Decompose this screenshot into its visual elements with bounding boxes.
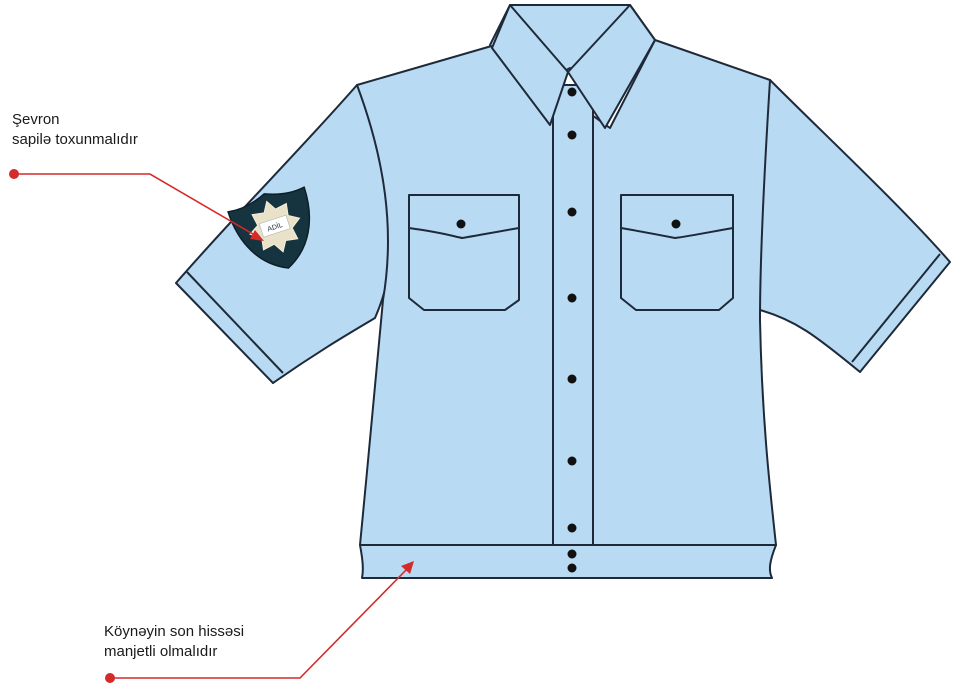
chevron-annotation: Şevron sapilə toxunmalıdır — [12, 110, 138, 150]
hem-annotation: Köynəyin son hissəsi manjetli olmalıdır — [104, 622, 244, 662]
right-pocket — [621, 195, 733, 310]
chevron-annotation-line1: Şevron — [12, 110, 138, 130]
pocket-button-right — [672, 220, 681, 229]
pointer-line-chevron — [14, 174, 258, 237]
button — [568, 457, 577, 466]
chevron-annotation-line2: sapilə toxunmalıdır — [12, 130, 138, 150]
hem-annotation-line2: manjetli olmalıdır — [104, 642, 244, 662]
button — [568, 375, 577, 384]
hem-cuff — [360, 545, 776, 578]
button-placket — [553, 85, 593, 545]
button — [568, 88, 577, 97]
button — [568, 131, 577, 140]
right-sleeve — [760, 80, 950, 372]
button — [568, 294, 577, 303]
pocket-button-left — [457, 220, 466, 229]
hem-annotation-line1: Köynəyin son hissəsi — [104, 622, 244, 642]
left-pocket — [409, 195, 519, 310]
button — [568, 208, 577, 217]
button — [568, 564, 577, 573]
button — [568, 550, 577, 559]
button — [568, 524, 577, 533]
